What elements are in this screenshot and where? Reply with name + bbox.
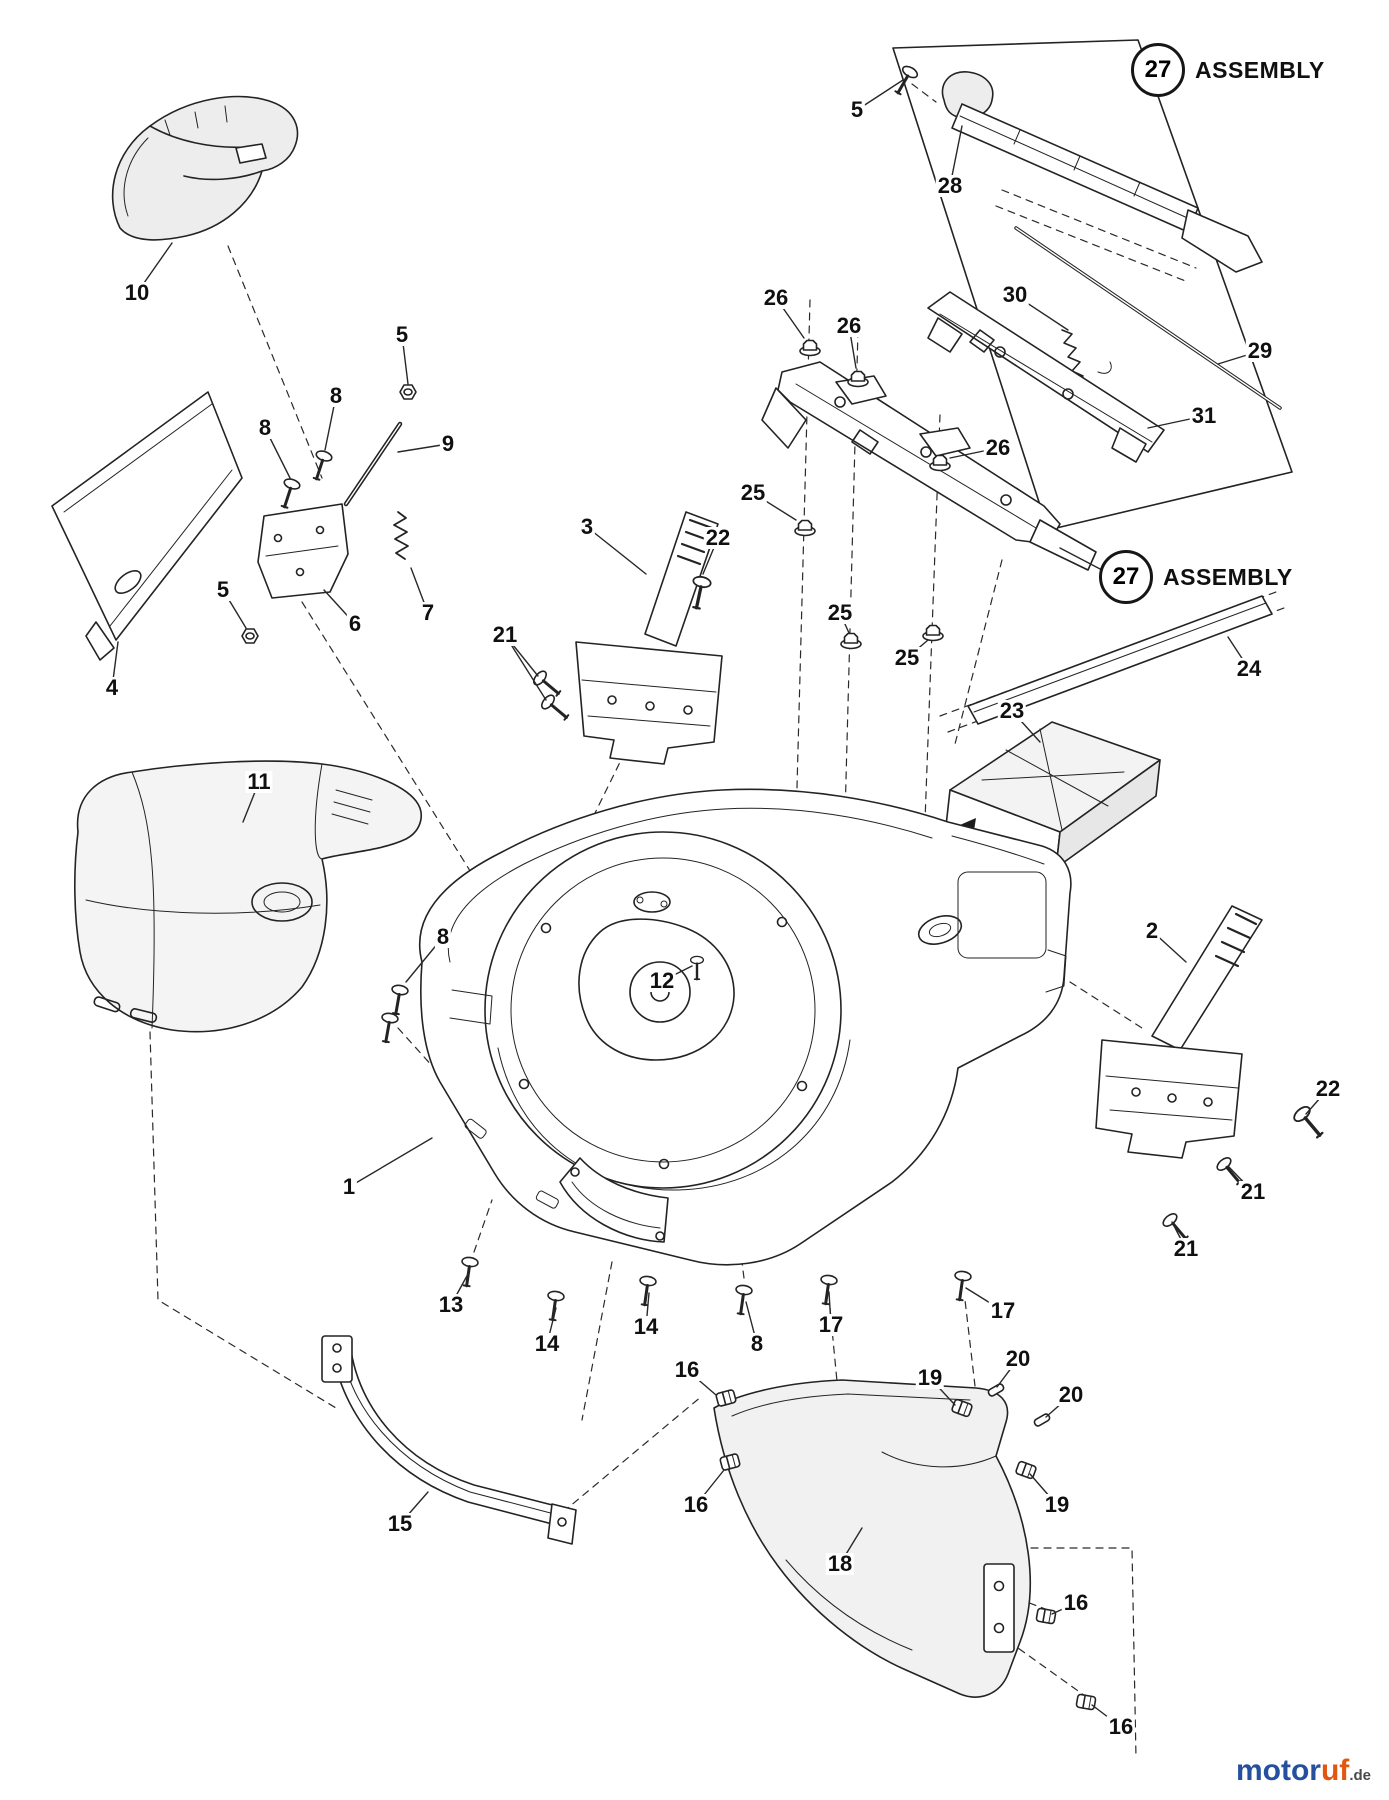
callout-14: 14 (631, 1314, 661, 1339)
handle-mount-bar (761, 361, 1103, 571)
callout-8: 8 (256, 415, 274, 440)
callout-10: 10 (122, 280, 152, 305)
callout-28: 28 (935, 173, 965, 198)
assembly-label-2: 27 ASSEMBLY (1099, 550, 1293, 604)
callout-21: 21 (1171, 1236, 1201, 1261)
watermark: motoruf.de (1236, 1754, 1371, 1788)
callout-18: 18 (825, 1551, 855, 1576)
callout-8: 8 (434, 924, 452, 949)
callout-8: 8 (748, 1331, 766, 1356)
part-10-cover (111, 95, 299, 241)
part-24-strip (967, 595, 1273, 725)
callout-20: 20 (1003, 1346, 1033, 1371)
callout-5: 5 (848, 97, 866, 122)
callout-26: 26 (983, 435, 1013, 460)
watermark-de: .de (1349, 1767, 1371, 1784)
callout-16: 16 (1106, 1714, 1136, 1739)
callout-25: 25 (825, 600, 855, 625)
callout-5: 5 (214, 577, 232, 602)
callout-16: 16 (1061, 1590, 1091, 1615)
part-6-bracket (257, 503, 349, 599)
callout-19: 19 (915, 1365, 945, 1390)
callout-11: 11 (245, 769, 273, 794)
callout-25: 25 (738, 480, 768, 505)
part-11-top-cover (74, 760, 422, 1033)
callout-21: 21 (490, 622, 520, 647)
callout-15: 15 (385, 1511, 415, 1536)
callout-29: 29 (1245, 338, 1275, 363)
callout-4: 4 (103, 675, 121, 700)
callout-20: 20 (1056, 1382, 1086, 1407)
callout-30: 30 (1000, 282, 1030, 307)
part-4-rear-door (51, 391, 243, 661)
assembly-circle-number: 27 (1099, 550, 1153, 604)
callout-19: 19 (1042, 1492, 1072, 1517)
callout-13: 13 (436, 1292, 466, 1317)
callout-25: 25 (892, 645, 922, 670)
assembly-label-1: 27 ASSEMBLY (1131, 43, 1325, 97)
callout-17: 17 (988, 1298, 1018, 1323)
callout-9: 9 (439, 431, 457, 456)
callout-24: 24 (1234, 656, 1264, 681)
callout-16: 16 (672, 1357, 702, 1382)
part-9-rod (343, 421, 403, 507)
callout-6: 6 (346, 611, 364, 636)
callout-5: 5 (393, 322, 411, 347)
part-15-guard-strip (321, 1335, 577, 1545)
assembly-text: ASSEMBLY (1195, 56, 1325, 83)
part-18-discharge-chute (713, 1379, 1032, 1698)
assembly-27-box (892, 39, 1293, 531)
callout-12: 12 (647, 968, 677, 993)
watermark-motor: motor (1235, 1754, 1321, 1787)
callout-8: 8 (327, 383, 345, 408)
part-2-handle-bracket-right (1095, 905, 1263, 1159)
callout-26: 26 (761, 285, 791, 310)
callout-22: 22 (1313, 1076, 1343, 1101)
assembly-circle-number: 27 (1131, 43, 1185, 97)
callout-21: 21 (1238, 1179, 1268, 1204)
watermark-uf: uf (1320, 1754, 1350, 1787)
assembly-text: ASSEMBLY (1163, 563, 1293, 590)
part-3-handle-bracket-left (575, 511, 723, 765)
callout-14: 14 (532, 1331, 562, 1356)
callout-16: 16 (681, 1492, 711, 1517)
callout-23: 23 (997, 698, 1027, 723)
callout-1: 1 (340, 1174, 358, 1199)
callout-3: 3 (578, 514, 596, 539)
part-7-spring (393, 511, 409, 560)
callout-26: 26 (834, 313, 864, 338)
callout-2: 2 (1143, 918, 1161, 943)
callout-17: 17 (816, 1312, 846, 1337)
callout-22: 22 (703, 525, 733, 550)
callout-31: 31 (1189, 403, 1219, 428)
callout-7: 7 (419, 600, 437, 625)
